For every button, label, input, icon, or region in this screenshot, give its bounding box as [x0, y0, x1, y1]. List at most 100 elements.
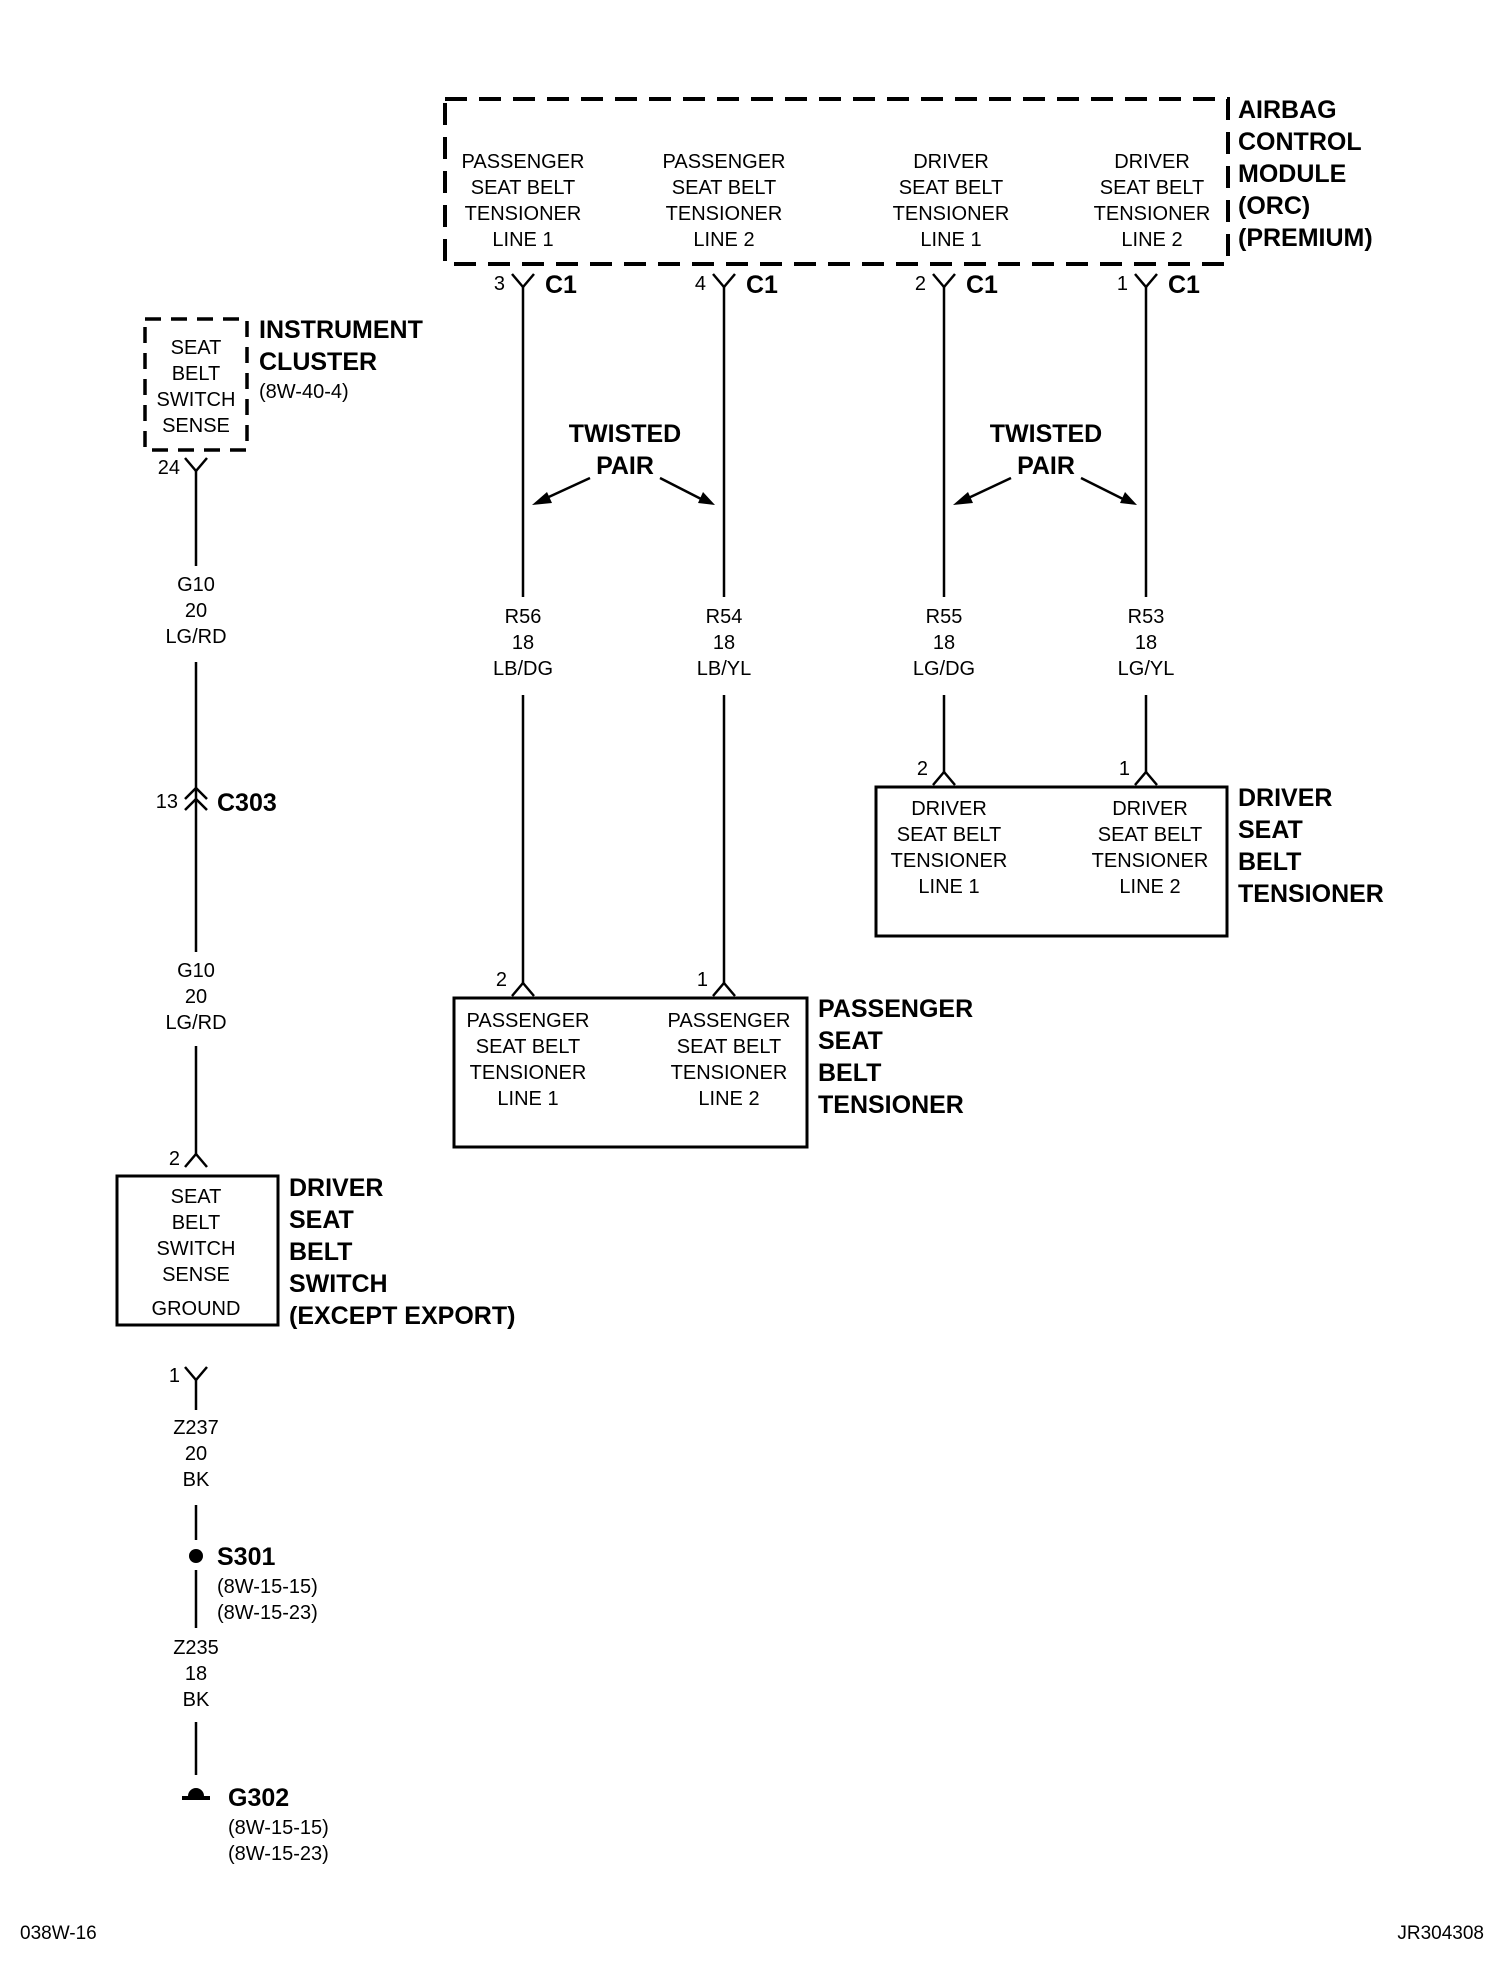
svg-text:R55: R55: [926, 606, 963, 628]
svg-text:18: 18: [933, 632, 955, 654]
svg-text:INSTRUMENT: INSTRUMENT: [259, 316, 423, 344]
wire-label-r53: R53 18 LG/YL: [1118, 606, 1175, 680]
svg-text:3: 3: [494, 273, 505, 295]
svg-text:TENSIONER: TENSIONER: [671, 1062, 788, 1084]
svg-text:LINE 2: LINE 2: [1121, 229, 1182, 251]
airbag-section-1: PASSENGER SEAT BELT TENSIONER LINE 1: [462, 151, 585, 251]
svg-text:C1: C1: [746, 271, 778, 299]
passenger-tensioner-pin-1: 1: [697, 969, 736, 997]
svg-text:20: 20: [185, 1443, 207, 1465]
svg-text:G10: G10: [177, 960, 215, 982]
svg-text:LG/RD: LG/RD: [165, 626, 226, 648]
svg-text:20: 20: [185, 986, 207, 1008]
svg-text:TENSIONER: TENSIONER: [891, 850, 1008, 872]
wire-label-r55: R55 18 LG/DG: [913, 606, 975, 680]
svg-text:4: 4: [695, 273, 706, 295]
svg-text:SEAT BELT: SEAT BELT: [476, 1036, 580, 1058]
svg-text:SEAT BELT: SEAT BELT: [672, 177, 776, 199]
svg-text:2: 2: [917, 758, 928, 780]
driver-tensioner-pin-2: 2: [917, 758, 956, 786]
svg-text:DRIVER: DRIVER: [1238, 784, 1332, 812]
svg-text:(8W-15-15): (8W-15-15): [217, 1576, 318, 1598]
svg-text:C1: C1: [545, 271, 577, 299]
svg-text:PASSENGER: PASSENGER: [818, 995, 973, 1023]
splice-dot-icon: [189, 1549, 203, 1563]
svg-text:1: 1: [697, 969, 708, 991]
svg-text:18: 18: [185, 1663, 207, 1685]
wire-label-z235: Z235 18 BK: [173, 1637, 219, 1711]
passenger-tensioner-title: PASSENGER SEAT BELT TENSIONER: [818, 995, 973, 1119]
svg-text:TENSIONER: TENSIONER: [893, 203, 1010, 225]
airbag-module-box: [443, 97, 1230, 266]
g302-ground: G302 (8W-15-15) (8W-15-23): [182, 1784, 329, 1865]
svg-text:S301: S301: [217, 1543, 275, 1571]
wire-label-z237: Z237 20 BK: [173, 1417, 219, 1491]
svg-text:SEAT BELT: SEAT BELT: [1098, 824, 1202, 846]
svg-text:AIRBAG: AIRBAG: [1238, 96, 1337, 124]
passenger-tensioner-section-1: PASSENGER SEAT BELT TENSIONER LINE 1: [467, 1010, 590, 1110]
svg-text:TENSIONER: TENSIONER: [1092, 850, 1209, 872]
svg-text:G10: G10: [177, 574, 215, 596]
driver-tensioner-pin-1: 1: [1119, 758, 1158, 786]
svg-text:TENSIONER: TENSIONER: [818, 1091, 964, 1119]
svg-text:GROUND: GROUND: [152, 1298, 241, 1320]
svg-text:LINE 1: LINE 1: [492, 229, 553, 251]
svg-text:TENSIONER: TENSIONER: [666, 203, 783, 225]
svg-text:BK: BK: [183, 1689, 210, 1711]
svg-text:DRIVER: DRIVER: [913, 151, 989, 173]
svg-text:TENSIONER: TENSIONER: [465, 203, 582, 225]
svg-text:SWITCH: SWITCH: [289, 1270, 388, 1298]
svg-text:2: 2: [915, 273, 926, 295]
svg-text:SEAT: SEAT: [818, 1027, 883, 1055]
airbag-module-title: AIRBAG CONTROL MODULE (ORC) (PREMIUM): [1238, 96, 1373, 252]
driver-tensioner-box: [874, 785, 1229, 938]
svg-text:BK: BK: [183, 1469, 210, 1491]
svg-text:LB/YL: LB/YL: [697, 658, 751, 680]
svg-text:SEAT: SEAT: [1238, 816, 1303, 844]
svg-text:LINE 2: LINE 2: [698, 1088, 759, 1110]
c1-pin-1: 1 C1: [1117, 271, 1200, 299]
svg-text:BELT: BELT: [172, 1212, 221, 1234]
svg-text:LINE 2: LINE 2: [1119, 876, 1180, 898]
svg-text:PASSENGER: PASSENGER: [462, 151, 585, 173]
svg-text:BELT: BELT: [1238, 848, 1301, 876]
seat-belt-switch-section: SEAT BELT SWITCH SENSE GROUND: [152, 1186, 241, 1320]
svg-text:DRIVER: DRIVER: [911, 798, 987, 820]
svg-text:SEAT BELT: SEAT BELT: [897, 824, 1001, 846]
svg-text:TENSIONER: TENSIONER: [1238, 880, 1384, 908]
svg-text:SEAT: SEAT: [289, 1206, 354, 1234]
svg-text:CONTROL: CONTROL: [1238, 128, 1362, 156]
svg-text:BELT: BELT: [818, 1059, 881, 1087]
passenger-tensioner-section-2: PASSENGER SEAT BELT TENSIONER LINE 2: [668, 1010, 791, 1110]
c303-connector: 13 C303: [156, 782, 277, 818]
svg-text:18: 18: [512, 632, 534, 654]
driver-tensioner-title: DRIVER SEAT BELT TENSIONER: [1238, 784, 1384, 908]
svg-text:(PREMIUM): (PREMIUM): [1238, 224, 1373, 252]
svg-text:SWITCH: SWITCH: [157, 1238, 236, 1260]
svg-text:LB/DG: LB/DG: [493, 658, 553, 680]
ground-icon: [182, 1788, 210, 1800]
wire-label-g10-top: G10 20 LG/RD: [165, 574, 226, 648]
svg-text:C1: C1: [966, 271, 998, 299]
svg-text:13: 13: [156, 791, 178, 813]
svg-text:SENSE: SENSE: [162, 415, 230, 437]
svg-text:LG/YL: LG/YL: [1118, 658, 1175, 680]
footer-right: JR304308: [1397, 1923, 1484, 1944]
svg-text:(8W-15-23): (8W-15-23): [217, 1602, 318, 1624]
svg-text:R56: R56: [505, 606, 542, 628]
passenger-tensioner-pin-2: 2: [496, 969, 535, 997]
svg-text:TENSIONER: TENSIONER: [470, 1062, 587, 1084]
seat-belt-switch-pin-1: 1: [169, 1365, 208, 1387]
svg-text:BELT: BELT: [172, 363, 221, 385]
wire-label-g10-bottom: G10 20 LG/RD: [165, 960, 226, 1034]
svg-text:C303: C303: [217, 789, 277, 817]
svg-text:LINE 1: LINE 1: [497, 1088, 558, 1110]
airbag-section-4: DRIVER SEAT BELT TENSIONER LINE 2: [1094, 151, 1211, 251]
svg-text:2: 2: [496, 969, 507, 991]
svg-text:1: 1: [169, 1365, 180, 1387]
svg-text:1: 1: [1119, 758, 1130, 780]
svg-text:CLUSTER: CLUSTER: [259, 348, 377, 376]
svg-text:DRIVER: DRIVER: [1114, 151, 1190, 173]
footer-left: 038W-16: [20, 1923, 97, 1944]
